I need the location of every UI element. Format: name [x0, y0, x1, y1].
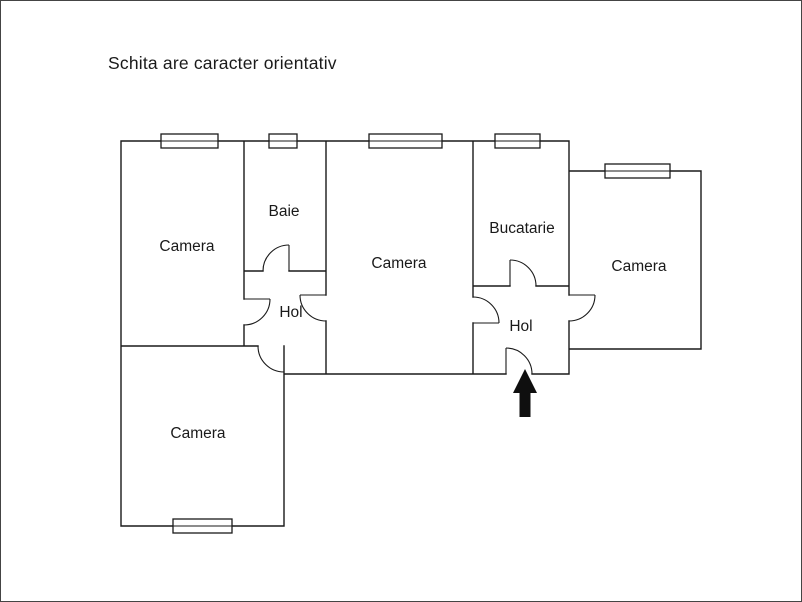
room-label-camera-top-left: Camera: [159, 238, 215, 255]
window-symbol: [172, 518, 233, 534]
wall-lines: [120, 140, 702, 527]
door-swing-arcs: [243, 244, 596, 375]
window-symbol: [368, 133, 443, 149]
room-label-hol-right: Hol: [509, 318, 532, 335]
room-label-camera-bottom-left: Camera: [170, 425, 226, 442]
door-leaf-lines: [244, 245, 595, 374]
walls: [120, 140, 702, 527]
disclaimer-text: Schita are caracter orientativ: [108, 53, 337, 73]
room-labels: Camera Baie Camera Bucatarie Camera Hol …: [159, 203, 667, 442]
window-symbol: [494, 133, 541, 149]
window-symbol: [160, 133, 219, 149]
window-symbol: [268, 133, 298, 149]
window-symbols: [160, 133, 671, 534]
room-label-camera-center: Camera: [371, 255, 427, 272]
entrance-arrow-icon: [513, 369, 537, 417]
room-label-bucatarie: Bucatarie: [489, 220, 554, 237]
door-swings: [243, 244, 596, 375]
room-label-baie: Baie: [268, 203, 299, 220]
window-symbol: [604, 163, 671, 179]
room-label-hol-left: Hol: [279, 304, 302, 321]
room-label-camera-right: Camera: [611, 258, 667, 275]
